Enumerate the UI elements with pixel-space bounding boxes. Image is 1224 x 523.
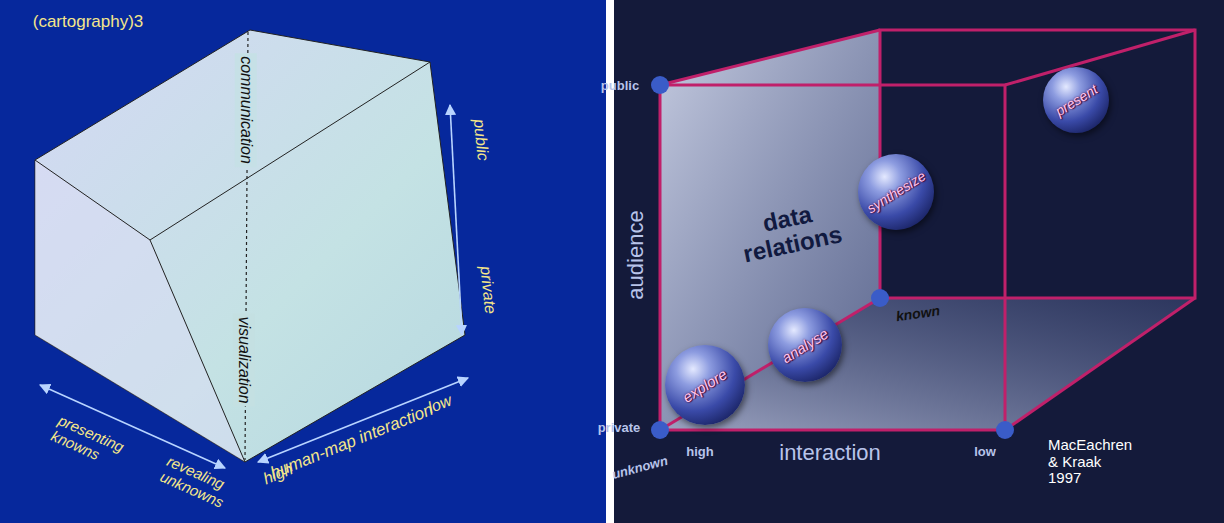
- sphere-label: analyse: [779, 324, 832, 366]
- axis-label: private: [598, 421, 641, 435]
- axis-label: MacEachren & Kraak 1997: [1048, 437, 1136, 487]
- sphere-label: synthesize: [864, 168, 929, 217]
- axis-label: high: [686, 445, 713, 459]
- sphere-label: present: [1052, 81, 1100, 119]
- sphere-node: analyse: [768, 308, 842, 382]
- sphere-node: synthesize: [858, 154, 934, 230]
- axis-label: public: [601, 79, 639, 93]
- sphere-node: present: [1043, 67, 1109, 133]
- axis-label: interaction: [779, 441, 881, 465]
- axis-label: visualization: [233, 313, 255, 406]
- axis-label: audience: [624, 210, 648, 299]
- axis-label: low: [974, 445, 996, 459]
- diagram-title: (cartography)3: [33, 13, 144, 32]
- axis-label: communication: [235, 53, 257, 167]
- sphere-label: explore: [680, 365, 731, 405]
- sphere-node: explore: [665, 345, 745, 425]
